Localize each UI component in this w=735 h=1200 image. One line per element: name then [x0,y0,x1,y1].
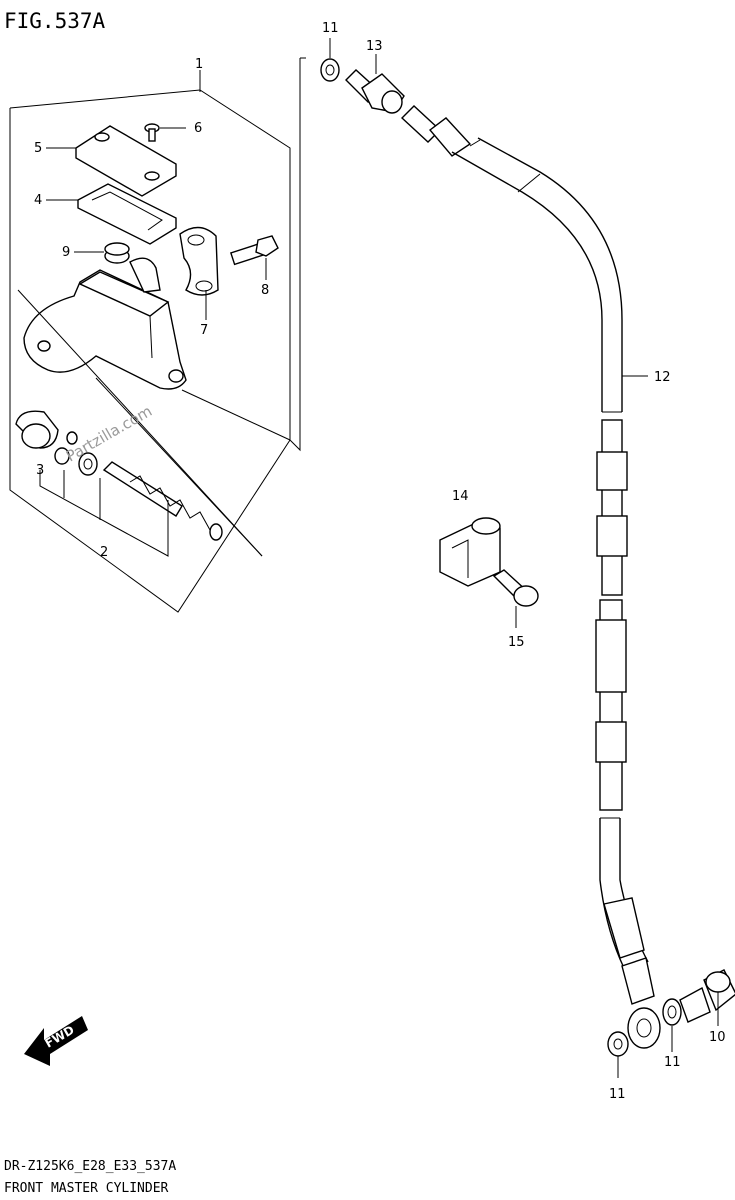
callout-12: 12 [654,370,671,385]
callout-5: 5 [34,141,42,156]
footer-code: DR-Z125K6_E28_E33_537A [4,1159,176,1174]
callout-13: 13 [366,39,383,54]
washer-banjo-right[interactable] [662,998,682,1026]
hose-top-fitting[interactable] [400,105,472,157]
watermark: Partzilla.com [63,402,155,466]
callout-3: 3 [36,463,44,478]
callout-2: 2 [100,545,108,560]
figure-title: FIG.537A [4,9,106,33]
reservoir-cap[interactable] [75,125,177,197]
cap-screw[interactable] [144,123,160,142]
callout-6: 6 [194,121,202,136]
callout-11-top: 11 [322,21,339,36]
hose-guide[interactable] [439,517,501,587]
callout-14: 14 [452,489,469,504]
union-bolt-top[interactable] [345,69,405,114]
master-cylinder-body[interactable] [23,257,187,390]
callout-4: 4 [34,193,42,208]
footer-name: FRONT MASTER CYLINDER [4,1181,169,1196]
callout-1: 1 [195,57,203,72]
callout-8: 8 [261,283,269,298]
circlip[interactable] [54,431,78,465]
boot-ring[interactable] [104,242,130,264]
callout-7: 7 [200,323,208,338]
diaphragm-plate[interactable] [77,183,177,245]
washer-banjo-left[interactable] [607,1031,629,1057]
assembly-box-side [289,58,301,452]
piston-spring-set[interactable] [102,461,223,541]
callout-15: 15 [508,635,525,650]
callout-11-bottom: 11 [609,1087,626,1102]
dust-boot[interactable] [15,410,59,449]
top-washer[interactable] [320,58,340,82]
piston-washer[interactable] [78,452,98,476]
callout-11-right: 11 [664,1055,681,1070]
clamp-bolt[interactable] [229,235,279,266]
forward-arrow: FWD [24,1016,88,1066]
callout-10: 10 [709,1030,726,1045]
holder-clamp[interactable] [179,226,219,296]
guide-bolt[interactable] [492,569,539,607]
banjo-fitting[interactable] [621,957,661,1049]
union-bolt-bottom[interactable] [679,969,735,1023]
callout-9: 9 [62,245,70,260]
brake-hose[interactable] [451,137,649,969]
